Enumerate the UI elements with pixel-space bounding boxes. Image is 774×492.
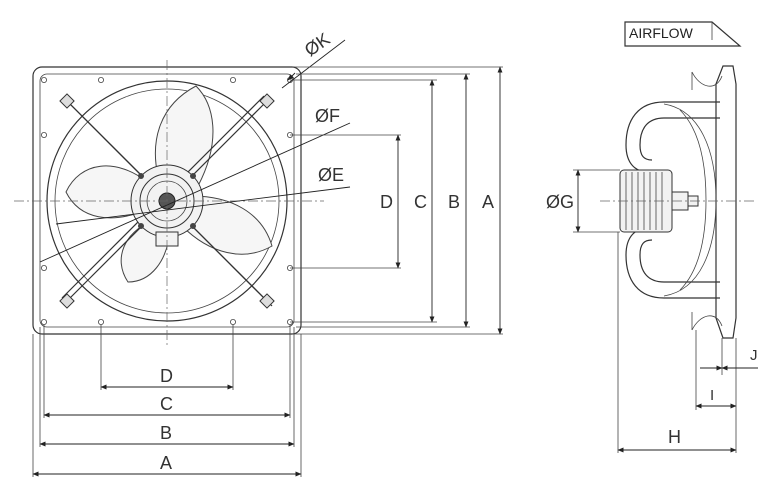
- horizontal-extension-lines: [32, 325, 302, 477]
- dim-i-label: I: [710, 387, 714, 404]
- phi-k-label: ØK: [301, 29, 334, 60]
- phi-g-label: ØG: [546, 192, 574, 212]
- dim-v-d-label: D: [380, 192, 393, 212]
- phi-e-leader: [55, 186, 351, 225]
- vertical-extension-lines: [290, 66, 503, 335]
- dim-v-c-label: C: [414, 192, 427, 212]
- dim-v-b-label: B: [448, 192, 460, 212]
- dim-h-label: H: [668, 427, 681, 447]
- side-extension-lines: [617, 232, 737, 453]
- dim-j-label: J: [750, 347, 758, 364]
- dim-h-b-label: B: [160, 423, 172, 443]
- spoke-brackets: [59, 93, 275, 309]
- phi-f-leader: [39, 122, 351, 263]
- dim-h-a-label: A: [160, 453, 172, 473]
- phi-e-label: ØE: [318, 165, 344, 185]
- dim-h-c-label: C: [160, 394, 173, 414]
- phi-f-label: ØF: [315, 106, 340, 126]
- side-view: AIRFLOW ØG: [546, 21, 758, 453]
- mounting-plate: [715, 65, 737, 339]
- airflow-label: AIRFLOW: [629, 25, 694, 41]
- dim-v-a-label: A: [482, 192, 494, 212]
- front-view: ØK ØF ØE D C B A: [14, 29, 503, 477]
- dim-h-d-label: D: [160, 366, 173, 386]
- airflow-arrow: [624, 21, 742, 47]
